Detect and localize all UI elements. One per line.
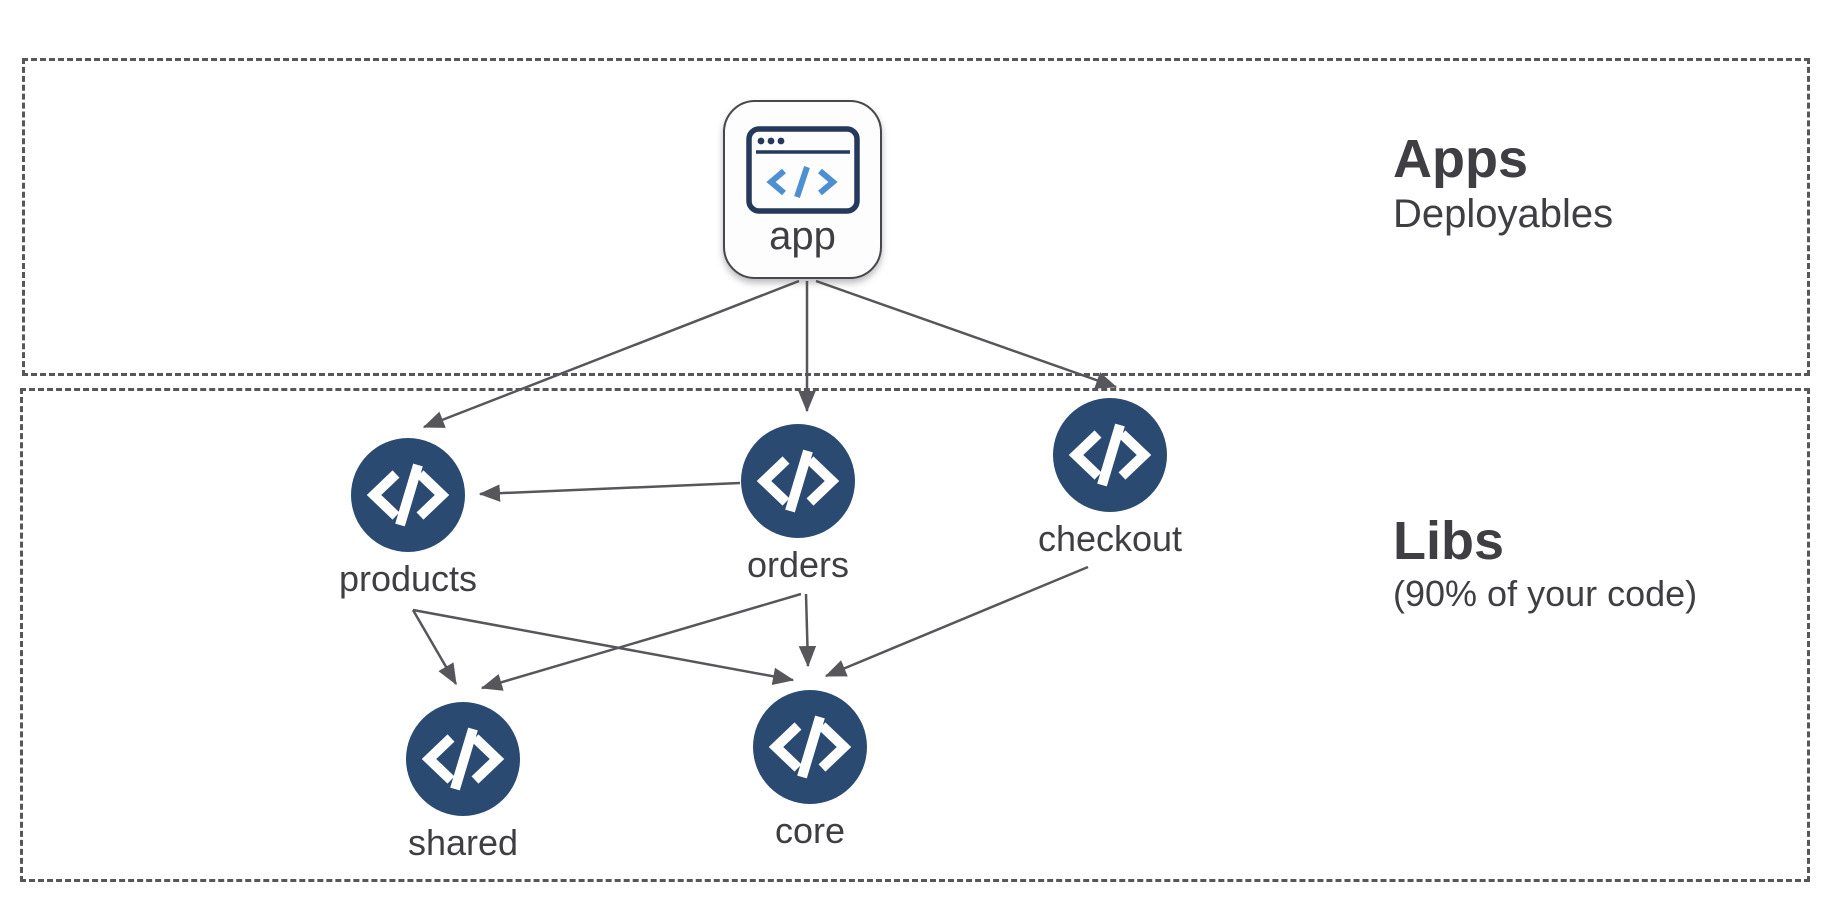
node-shared: shared bbox=[383, 702, 543, 861]
node-app: app bbox=[723, 100, 882, 279]
node-label: orders bbox=[746, 544, 850, 585]
node-orders: orders bbox=[718, 424, 878, 583]
apps-title: Apps bbox=[1393, 129, 1528, 189]
code-icon bbox=[753, 690, 867, 804]
node-label: core bbox=[774, 810, 846, 851]
code-icon bbox=[741, 424, 855, 538]
apps-subtitle: Deployables bbox=[1393, 192, 1614, 237]
libs-section-box bbox=[20, 388, 1810, 882]
node-label: products bbox=[338, 558, 478, 599]
node-label: checkout bbox=[1037, 518, 1183, 559]
code-icon bbox=[1053, 398, 1167, 512]
node-core: core bbox=[730, 690, 890, 849]
libs-section-label: Libs (90% of your code) bbox=[1393, 510, 1697, 615]
node-label: app bbox=[769, 214, 836, 258]
code-icon bbox=[406, 702, 520, 816]
node-label: shared bbox=[407, 822, 519, 863]
libs-title: Libs bbox=[1393, 511, 1505, 571]
apps-section-label: Apps Deployables bbox=[1393, 128, 1613, 238]
node-checkout: checkout bbox=[1030, 398, 1190, 557]
code-icon bbox=[351, 438, 465, 552]
node-products: products bbox=[328, 438, 488, 597]
browser-window-code-icon bbox=[745, 126, 860, 214]
libs-subtitle: (90% of your code) bbox=[1393, 573, 1698, 615]
